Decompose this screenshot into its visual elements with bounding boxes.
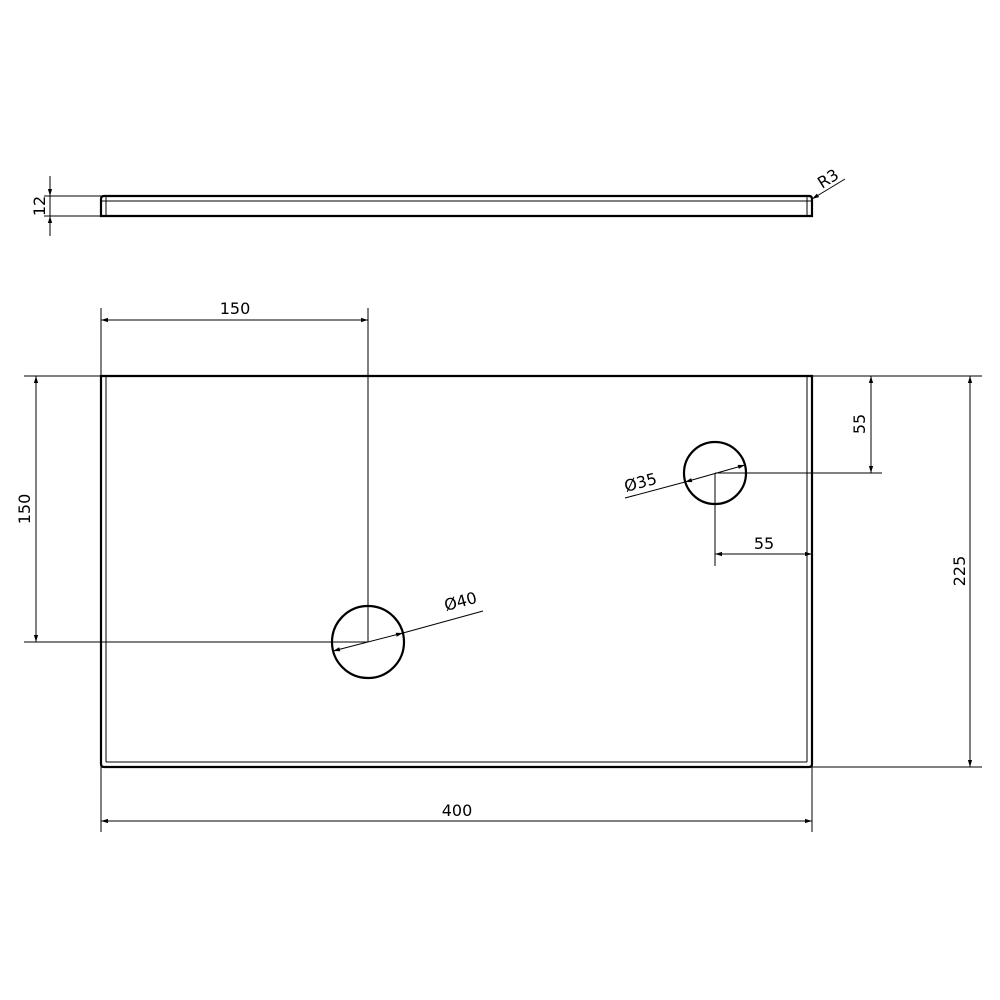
thickness-dimension-label: 12 (30, 196, 49, 216)
hole1-diameter-label: Ø40 (442, 588, 479, 615)
diameter-line (332, 632, 404, 652)
diameter-leader (402, 610, 484, 634)
radius-leader (811, 178, 846, 200)
hole1-y-dimension-label: 150 (15, 494, 34, 525)
hole2-y-dimension-label: 55 (850, 414, 869, 434)
side-view-outline (99, 194, 814, 218)
diameter-leader (624, 481, 686, 499)
height-dimension-label: 225 (950, 556, 969, 587)
radius-dimension-label: R3 (814, 165, 842, 192)
side-view: 12 R3 (30, 165, 846, 236)
width-dimension-label: 400 (442, 801, 473, 820)
top-view: 150 150 Ø40 Ø35 55 55 225 400 (15, 299, 982, 832)
hole2-diameter-label: Ø35 (622, 469, 659, 496)
hole1-x-dimension-label: 150 (220, 299, 251, 318)
hole2-x-dimension-label: 55 (754, 534, 774, 553)
plate-outline (99, 374, 814, 769)
